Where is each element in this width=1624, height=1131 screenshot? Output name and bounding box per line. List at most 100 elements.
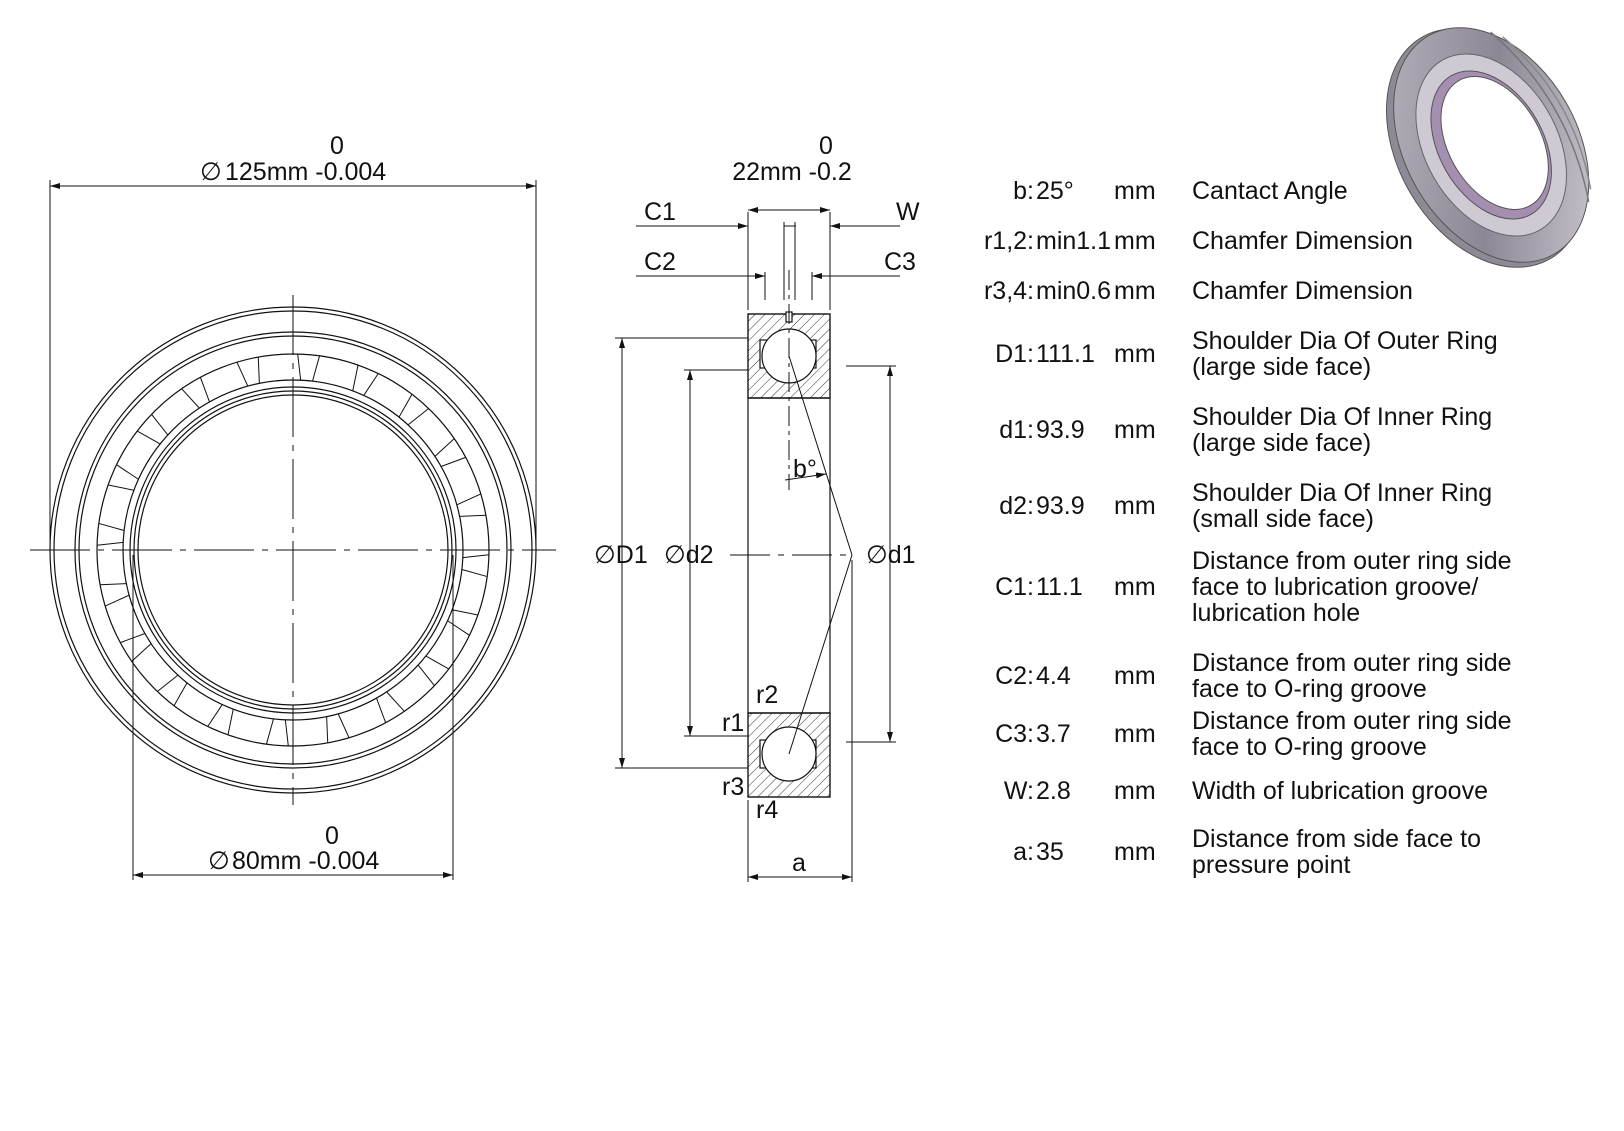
- contact-angle-line: [788, 355, 853, 556]
- cage-pocket-edge: [100, 583, 127, 586]
- spec-description: Shoulder Dia Of Inner Ring(large side fa…: [1192, 404, 1592, 456]
- width-upper-tol: 0: [819, 132, 833, 160]
- spec-value: 11.1: [1036, 573, 1083, 601]
- spec-description: Cantact Angle: [1192, 178, 1592, 204]
- cage-pocket-edge: [459, 514, 486, 517]
- spec-unit: mm: [1114, 838, 1156, 866]
- spec-description: Shoulder Dia Of Inner Ring(small side fa…: [1192, 480, 1592, 532]
- spec-description-line: Distance from outer ring side: [1192, 707, 1512, 735]
- spec-symbol: C1:: [995, 573, 1034, 601]
- C2-label: C2: [644, 248, 676, 276]
- cage-pocket-edge: [434, 438, 455, 457]
- spec-value: 35: [1036, 838, 1064, 866]
- inner-diameter-upper-tol: 0: [325, 822, 339, 850]
- cage-pocket-edge: [363, 373, 379, 396]
- front-view: [30, 180, 556, 880]
- spec-value: 93.9: [1036, 416, 1085, 444]
- spec-unit: mm: [1114, 227, 1156, 255]
- cage-pocket-edge: [386, 691, 405, 712]
- cage-pocket-edge: [257, 357, 260, 384]
- spec-value: min1.1: [1036, 227, 1112, 255]
- spec-description-line: Chamfer Dimension: [1192, 227, 1413, 255]
- spec-symbol: r1,2:: [983, 227, 1034, 255]
- r4-label: r4: [756, 796, 778, 824]
- cage-pocket-edge: [97, 541, 124, 546]
- spec-description-line: face to O-ring groove: [1192, 675, 1427, 703]
- spec-description: Shoulder Dia Of Outer Ring(large side fa…: [1192, 328, 1592, 380]
- spec-unit: mm: [1114, 720, 1156, 748]
- spec-description-line: face to lubrication groove/: [1192, 573, 1479, 601]
- inner-diameter-label: 80mm -0.004: [232, 847, 379, 875]
- cage-pocket-edge: [173, 682, 188, 707]
- outer-diameter-label: 125mm -0.004: [225, 158, 386, 186]
- spec-symbol: W:: [1003, 777, 1034, 805]
- front-view-labels: 0 ∅ 125mm -0.004 0 ∅ 80mm -0.004: [200, 132, 386, 875]
- D1-label: ∅D1: [594, 541, 648, 569]
- spec-symbol: b:: [1013, 177, 1034, 205]
- cage-pocket-edge: [181, 388, 200, 409]
- W-label: W: [896, 198, 920, 226]
- cage-pocket-edge: [199, 377, 210, 403]
- r3-label: r3: [722, 773, 744, 801]
- spec-description-line: Distance from outer ring side: [1192, 547, 1512, 575]
- cage-pocket-edge: [151, 414, 169, 436]
- outer-diameter-symbol: ∅: [200, 158, 222, 186]
- spec-description-line: Shoulder Dia Of Inner Ring: [1192, 403, 1493, 431]
- C1-label: C1: [644, 198, 676, 226]
- spec-symbol: d2:: [999, 492, 1034, 520]
- cage-pocket-edge: [376, 697, 387, 723]
- spec-unit: mm: [1114, 777, 1156, 805]
- spec-description: Chamfer Dimension: [1192, 228, 1592, 254]
- cage-pocket-edge: [407, 408, 429, 426]
- cage-pocket-edge: [116, 464, 139, 480]
- cage-pocket-edge: [326, 716, 329, 743]
- r1-label: r1: [722, 709, 744, 737]
- spec-value: 3.7: [1036, 720, 1071, 748]
- bottom-section: [747, 712, 831, 798]
- spec-unit: mm: [1114, 340, 1156, 368]
- bearing-3d-render: [1385, 27, 1592, 268]
- C3-label: C3: [884, 248, 916, 276]
- cage-pocket-edge: [398, 393, 413, 418]
- cage-pocket-edge: [207, 704, 223, 727]
- spec-symbol: r3,4:: [983, 277, 1034, 305]
- spec-description-line: Shoulder Dia Of Inner Ring: [1192, 479, 1493, 507]
- spec-symbol: d1:: [999, 416, 1034, 444]
- cage-pocket-edge: [265, 718, 274, 745]
- inner-diameter-symbol: ∅: [208, 847, 230, 875]
- a-label: a: [792, 849, 806, 877]
- spec-description-line: Distance from outer ring side: [1192, 649, 1512, 677]
- b-angle-label: b°: [793, 455, 817, 483]
- cage-pocket-edge: [417, 664, 435, 686]
- cage-pocket-edge: [337, 713, 350, 739]
- d1-label: ∅d1: [866, 541, 916, 569]
- spec-description-line: Width of lubrication groove: [1192, 777, 1488, 805]
- spec-value: min0.6: [1036, 277, 1112, 305]
- cage-pocket-edge: [447, 620, 470, 636]
- spec-description-line: face to O-ring groove: [1192, 733, 1427, 761]
- cage-pocket-edge: [107, 484, 134, 491]
- spec-unit: mm: [1114, 177, 1156, 205]
- spec-value: 111.1: [1036, 340, 1095, 368]
- spec-description-line: Chamfer Dimension: [1192, 277, 1413, 305]
- cage-pocket-edge: [352, 364, 359, 391]
- cage-pocket-edge: [452, 609, 479, 616]
- spec-description-line: Shoulder Dia Of Outer Ring: [1192, 327, 1498, 355]
- cage-pockets: [97, 354, 489, 746]
- cage-pocket-edge: [131, 643, 152, 662]
- cage-pocket-edge: [461, 569, 488, 578]
- spec-unit: mm: [1114, 277, 1156, 305]
- section-view-labels: 0 22mm -0.2 C1 W C2 C3 ∅D1 ∅d2 ∅d1 b° r1…: [594, 132, 920, 877]
- spec-description: Width of lubrication groove: [1192, 778, 1592, 804]
- spec-description-line: (large side face): [1192, 353, 1372, 381]
- r2-label: r2: [756, 681, 778, 709]
- outer-diameter-upper-tol: 0: [330, 132, 344, 160]
- cage-pocket-edge: [297, 354, 302, 381]
- spec-symbol: a:: [1013, 838, 1034, 866]
- spec-value: 2.8: [1036, 777, 1071, 805]
